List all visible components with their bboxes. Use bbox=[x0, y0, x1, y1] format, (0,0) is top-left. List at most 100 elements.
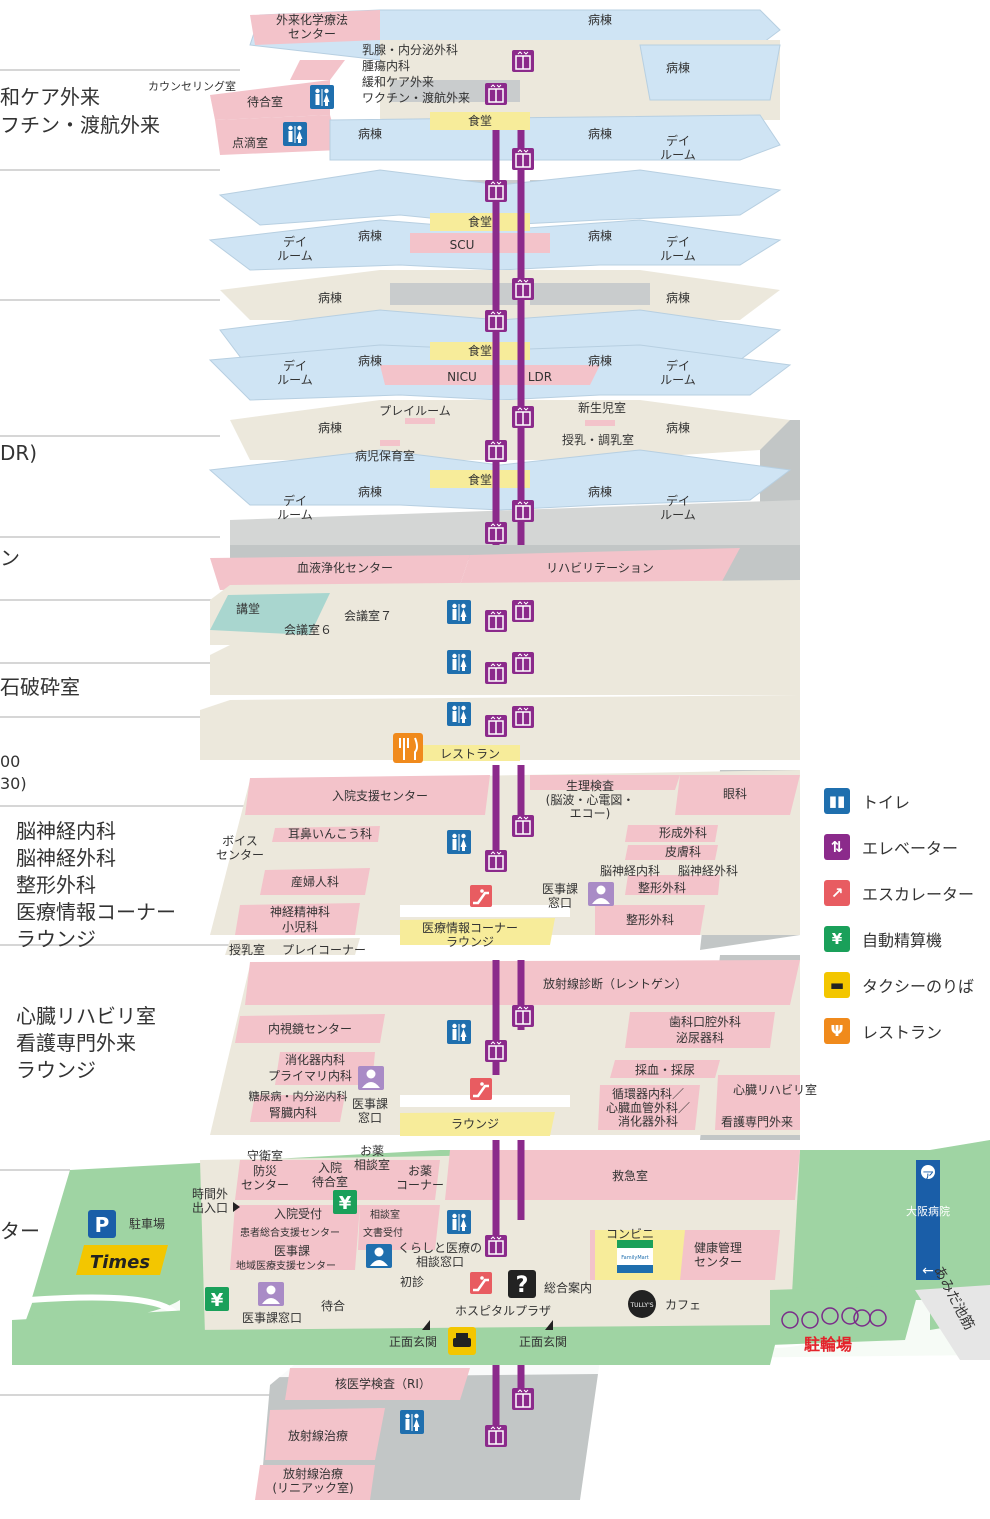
elevator-icon: ⇅ bbox=[824, 834, 850, 860]
legend-label: トイレ bbox=[862, 793, 911, 812]
label-gairai-kagaku: 外来化学療法センター bbox=[276, 12, 348, 41]
svg-text:P: P bbox=[95, 1213, 110, 1237]
legend-item-elevator: ⇅ エレベーター bbox=[824, 832, 990, 862]
label-byoji-hoiku: 病児保育室 bbox=[355, 448, 415, 463]
label-day-room-4: デイルーム bbox=[277, 358, 313, 387]
label-shomen-b: 正面玄関 bbox=[519, 1334, 567, 1349]
times-logo: Times bbox=[76, 1245, 168, 1275]
label-nou-nai: 脳神経内科 bbox=[600, 864, 660, 878]
upper-ward-floors bbox=[208, 9, 800, 545]
label-day-room-5: デイルーム bbox=[660, 358, 696, 387]
label-byoto-13: 病棟 bbox=[358, 484, 382, 499]
label-nyuin-machiai: 入院待合室 bbox=[312, 1161, 348, 1189]
label-nou-ge: 脳神経外科 bbox=[678, 864, 738, 878]
left-label-30: 30) bbox=[0, 774, 27, 793]
svg-text:ア: ア bbox=[922, 1169, 934, 1183]
label-play-room: プレイルーム bbox=[379, 404, 451, 418]
label-hoshasen: 放射線診断（レントゲン） bbox=[543, 976, 687, 991]
label-play-corner: プレイコーナー bbox=[282, 943, 366, 957]
svg-text:FamilyMart: FamilyMart bbox=[621, 1255, 649, 1261]
svg-text:←: ← bbox=[922, 1263, 934, 1279]
legend-item-payment: ¥ 自動精算機 bbox=[824, 924, 990, 954]
bicycle-icons bbox=[781, 1307, 887, 1329]
label-scu: SCU bbox=[450, 238, 475, 252]
legend-label: エレベーター bbox=[862, 839, 959, 858]
label-jibi: 耳鼻いんこう科 bbox=[288, 826, 372, 841]
label-kaku: 核医学検査（RI） bbox=[335, 1376, 431, 1391]
tullys-logo: TULLY'S bbox=[628, 1290, 656, 1318]
label-nicu: NICU bbox=[447, 370, 477, 384]
label-shokudo-1: 食堂 bbox=[468, 113, 492, 128]
label-shika: 歯科口腔外科 bbox=[669, 1014, 741, 1029]
label-seikei-a: 整形外科 bbox=[638, 880, 686, 895]
left-label-seki: 石破砕室 bbox=[0, 675, 80, 699]
label-nyuin-shien: 入院支援センター bbox=[332, 789, 428, 803]
label-hinyo: 泌尿器科 bbox=[676, 1031, 724, 1045]
label-shuyo: 腫瘍内科 bbox=[362, 58, 410, 73]
label-shokudo-2: 食堂 bbox=[468, 214, 492, 229]
label-naishikyo: 内視鏡センター bbox=[268, 1021, 352, 1036]
map-labels: 外来化学療法センター 病棟 乳腺・内分泌外科 腫瘍内科 緩和ケア外来 ワクチン・… bbox=[129, 12, 978, 1495]
label-chiiki: 地域医療支援センター bbox=[236, 1259, 336, 1272]
label-iji-3f: 医事課窓口 bbox=[542, 881, 578, 910]
label-keisei: 形成外科 bbox=[659, 826, 707, 840]
label-byoto-4: 病棟 bbox=[588, 126, 612, 141]
label-nyusen: 乳腺・内分泌外科 bbox=[362, 43, 458, 57]
yen-icon: ¥ bbox=[824, 926, 850, 952]
label-byoto-14: 病棟 bbox=[588, 484, 612, 499]
label-chushajo: 駐車場 bbox=[129, 1216, 165, 1231]
label-shokudo-4: 食堂 bbox=[468, 472, 492, 487]
label-byoto-2: 病棟 bbox=[666, 60, 690, 75]
label-seikei-b: 整形外科 bbox=[626, 912, 674, 927]
label-byoto-10: 病棟 bbox=[588, 353, 612, 368]
label-kyukyu: 救急室 bbox=[612, 1168, 648, 1183]
left-label-ldr: DR) bbox=[0, 441, 38, 465]
left-label-00: 00 bbox=[0, 752, 21, 771]
label-primary: プライマリ内科 bbox=[268, 1069, 352, 1083]
label-day-room-6: デイルーム bbox=[277, 493, 313, 522]
label-kenko: 健康管理センター bbox=[694, 1240, 742, 1269]
label-byoto-7: 病棟 bbox=[318, 290, 342, 305]
legend-label: レストラン bbox=[862, 1023, 943, 1042]
label-sodanshitsu: 相談室 bbox=[370, 1208, 400, 1221]
label-plaza: ホスピタルプラザ bbox=[455, 1304, 551, 1318]
label-byoto-9: 病棟 bbox=[358, 353, 382, 368]
label-hifu: 皮膚科 bbox=[665, 844, 701, 859]
label-kodo: 講堂 bbox=[236, 601, 260, 616]
taxi-icon: ▬ bbox=[824, 972, 850, 998]
label-day-room-1: デイルーム bbox=[660, 133, 696, 162]
label-byoto: 病棟 bbox=[588, 12, 612, 27]
label-shokaki-nai: 消化器内科 bbox=[285, 1053, 345, 1067]
svg-text:?: ? bbox=[516, 1273, 529, 1298]
label-jikangai: 時間外出入口 bbox=[192, 1187, 228, 1215]
label-byoto-12: 病棟 bbox=[666, 420, 690, 435]
label-sogo-annai: 総合案内 bbox=[544, 1280, 592, 1295]
label-saiketsu: 採血・採尿 bbox=[635, 1063, 695, 1077]
label-tonyo: 糖尿病・内分泌内科 bbox=[249, 1089, 348, 1103]
left-label-n: ン bbox=[0, 546, 20, 570]
map-legend: ▮▮ トイレ ⇅ エレベーター ↗ エスカレーター ¥ 自動精算機 ▬ タクシー… bbox=[824, 786, 990, 1062]
legend-label: タクシーのりば bbox=[862, 977, 975, 996]
label-day-room-2: デイルーム bbox=[277, 234, 313, 263]
label-cafe: カフェ bbox=[665, 1298, 701, 1312]
svg-text:TULLY'S: TULLY'S bbox=[629, 1302, 653, 1309]
familymart-logo: FamilyMart bbox=[617, 1240, 653, 1273]
label-bosai: 防災センター bbox=[241, 1163, 289, 1192]
restaurant-icon: Ψ bbox=[824, 1018, 850, 1044]
label-byoto-3: 病棟 bbox=[358, 126, 382, 141]
restaurant-icon bbox=[393, 733, 423, 763]
label-bunsho: 文書受付 bbox=[363, 1226, 403, 1239]
label-churinjo: 駐輪場 bbox=[804, 1335, 852, 1354]
label-machiai-1f: 待合 bbox=[321, 1298, 345, 1313]
label-iji-1f: 医事課 bbox=[274, 1243, 310, 1258]
label-iji-2f: 医事課窓口 bbox=[352, 1096, 388, 1125]
label-kurashi: くらしと医療の相談窓口 bbox=[398, 1241, 482, 1269]
misc-icons: ? P Times FamilyMart TULLY'S ア bbox=[76, 733, 940, 1355]
label-rehab: リハビリテーション bbox=[546, 561, 654, 575]
label-osaka: 大阪病院 bbox=[906, 1204, 950, 1218]
label-byoto-5: 病棟 bbox=[358, 228, 382, 243]
legend-label: エスカレーター bbox=[862, 885, 975, 904]
label-byoto-8: 病棟 bbox=[666, 290, 690, 305]
svg-text:Times: Times bbox=[90, 1252, 150, 1273]
label-seishin: 神経精神科 bbox=[270, 905, 330, 919]
